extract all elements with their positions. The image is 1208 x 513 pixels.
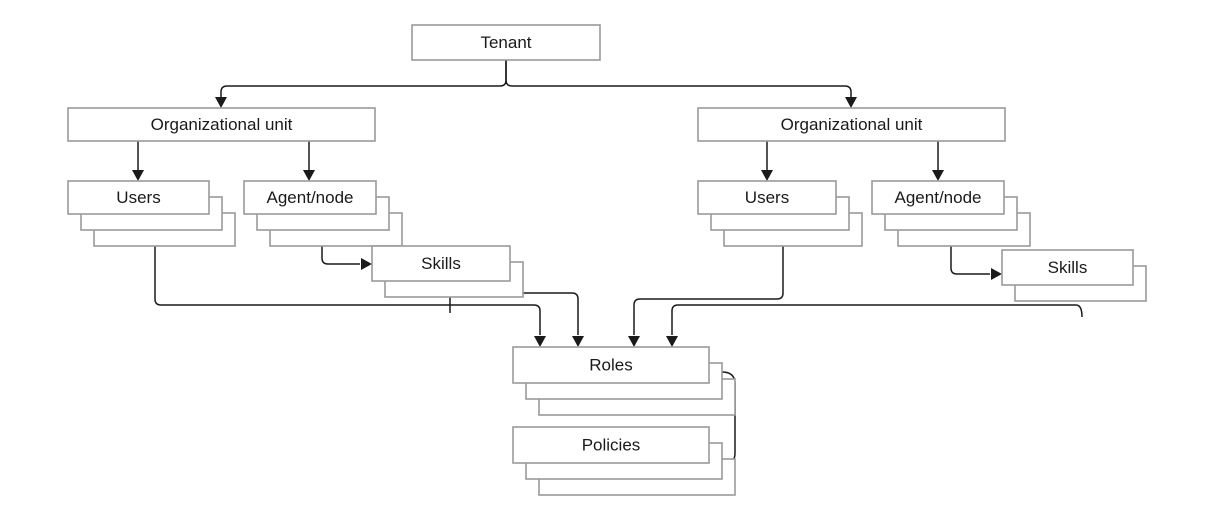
node-tenant[interactable]: Tenant [411,24,601,61]
arrowhead-icon [628,336,640,347]
connector-users-right-to-roles [628,246,784,347]
arrowhead-icon [303,170,315,181]
node-box[interactable] [243,180,377,215]
arrowhead-icon [572,336,584,347]
connector-ou-right-to-users [761,141,773,181]
node-box[interactable] [512,426,710,464]
arrowhead-icon [932,170,944,181]
node-roles[interactable]: Roles [512,346,736,416]
node-label: Organizational unit [781,115,923,134]
arrowhead-icon [845,97,857,108]
connector-skills-right-to-roles [666,304,1083,347]
node-label: Agent/node [267,188,354,207]
node-skills-right[interactable]: Skills [1001,249,1147,302]
node-skills-left[interactable]: Skills [371,245,524,298]
connector-ou-right-to-agent [932,141,944,181]
arrowhead-icon [215,97,227,108]
node-users-right[interactable]: Users [697,180,863,247]
node-box[interactable] [871,180,1005,215]
connectors-layer [132,60,1083,470]
node-label: Skills [1048,258,1088,277]
node-label: Tenant [480,33,531,52]
connector-ou-left-to-users [132,141,144,181]
node-label: Users [116,188,160,207]
arrowhead-icon [761,170,773,181]
connector-line [321,246,360,265]
arrowhead-icon [991,268,1002,280]
node-agent-left[interactable]: Agent/node [243,180,403,247]
connector-line [671,304,1083,335]
node-label: Users [745,188,789,207]
node-box[interactable] [512,346,710,384]
node-ou-right[interactable]: Organizational unit [697,107,1006,142]
node-box[interactable] [411,24,601,61]
node-label: Organizational unit [151,115,293,134]
connector-tenant-to-ou-left [215,60,507,108]
node-box[interactable] [697,107,1006,142]
connector-users-left-to-roles [154,246,546,347]
node-users-left[interactable]: Users [67,180,236,247]
connector-agent-left-to-skills [321,246,372,270]
arrowhead-icon [361,258,372,270]
node-box[interactable] [371,245,511,282]
arrowhead-icon [132,170,144,181]
node-box[interactable] [697,180,837,215]
node-label: Agent/node [895,188,982,207]
arrowhead-icon [666,336,678,347]
node-box[interactable] [67,107,376,142]
arrowhead-icon [534,336,546,347]
node-box[interactable] [67,180,210,215]
node-label: Roles [589,355,632,374]
connector-agent-right-to-skills [950,246,1002,280]
connector-line [220,60,507,102]
connector-line [633,246,784,335]
node-box[interactable] [1001,249,1134,286]
connector-line [154,246,541,335]
node-label: Policies [582,435,641,454]
node-agent-right[interactable]: Agent/node [871,180,1031,247]
connector-line [505,60,852,102]
connector-ou-left-to-agent [303,141,315,181]
node-ou-left[interactable]: Organizational unit [67,107,376,142]
node-label: Skills [421,254,461,273]
node-policies[interactable]: Policies [512,426,736,496]
connector-line [950,246,990,275]
connector-tenant-to-ou-right [505,60,857,108]
